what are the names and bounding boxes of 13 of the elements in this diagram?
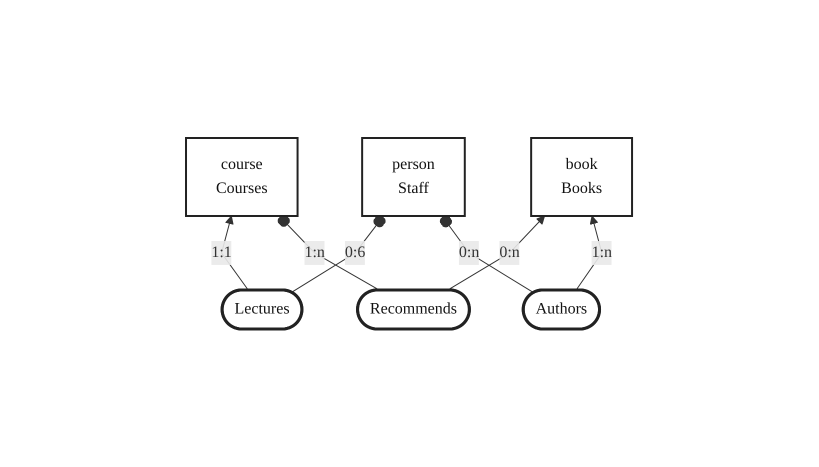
edge-label: 1:n	[304, 244, 326, 261]
connector	[440, 215, 535, 294]
edge-label: 1:n	[592, 244, 613, 261]
node-box: course Courses	[185, 137, 300, 217]
edge-label: 0:6	[345, 244, 366, 261]
connector	[291, 215, 386, 293]
edge-label: 0:n	[500, 244, 520, 261]
edge-label: 1:1	[212, 244, 232, 261]
arrow	[222, 216, 250, 291]
edge-label: 0:n	[459, 244, 480, 261]
node-box: book Books	[530, 137, 634, 217]
node-box: person Staff	[362, 137, 466, 217]
arrow	[447, 216, 546, 291]
